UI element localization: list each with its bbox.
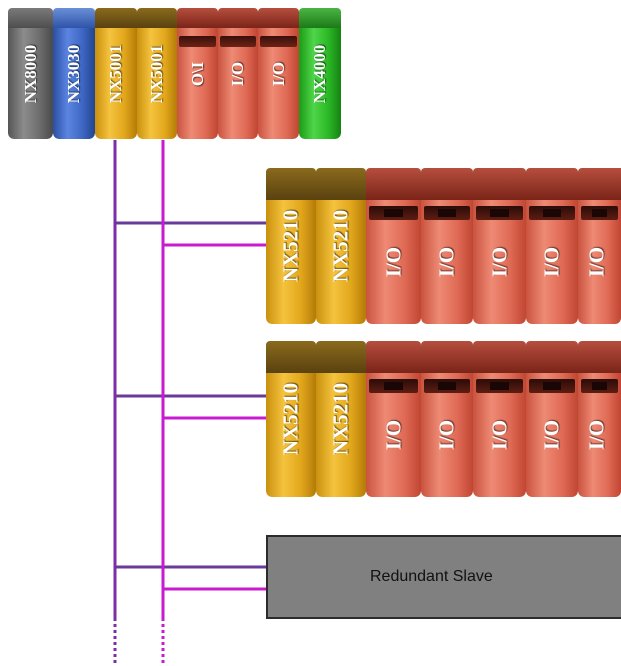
module-nx3030[interactable]: NX3030: [53, 8, 95, 139]
module-io-top-3[interactable]: I/O: [258, 8, 299, 139]
module-io-r1-3[interactable]: I/O: [473, 168, 526, 324]
module-io-r1-5[interactable]: I/O: [578, 168, 621, 324]
module-nx5210-r2-b[interactable]: NX5210: [316, 341, 366, 497]
module-nx5210-r1-b[interactable]: NX5210: [316, 168, 366, 324]
module-io-r2-1[interactable]: I/O: [366, 341, 421, 497]
redundant-slave-box[interactable]: Redundant Slave: [266, 535, 621, 619]
module-nx8000[interactable]: NX8000: [8, 8, 53, 139]
module-nx4000[interactable]: NX4000: [299, 8, 341, 139]
module-io-top-2[interactable]: I/O: [218, 8, 258, 139]
module-io-r2-4[interactable]: I/O: [526, 341, 578, 497]
module-io-r2-2[interactable]: I/O: [421, 341, 473, 497]
module-nx5001-b[interactable]: NX5001: [137, 8, 177, 139]
module-io-top-1[interactable]: I/O: [177, 8, 218, 139]
module-io-r1-4[interactable]: I/O: [526, 168, 578, 324]
redundant-slave-label: Redundant Slave: [370, 568, 493, 585]
module-io-r1-1[interactable]: I/O: [366, 168, 421, 324]
module-nx5210-r2-a[interactable]: NX5210: [266, 341, 316, 497]
module-nx5001-a[interactable]: NX5001: [95, 8, 137, 139]
module-nx5210-r1-a[interactable]: NX5210: [266, 168, 316, 324]
module-io-r1-2[interactable]: I/O: [421, 168, 473, 324]
module-io-r2-5[interactable]: I/O: [578, 341, 621, 497]
module-io-r2-3[interactable]: I/O: [473, 341, 526, 497]
